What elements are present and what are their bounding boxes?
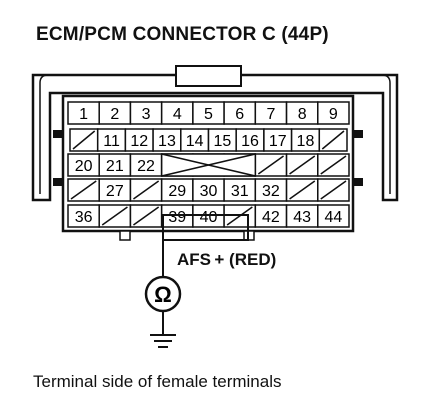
unused-terminal-slash: [289, 155, 316, 175]
terminal-cell: [317, 101, 350, 125]
terminal-number: 40: [200, 209, 218, 226]
locking-tab: [175, 65, 242, 87]
notch-left-2: [53, 178, 63, 186]
terminal-number: 30: [200, 183, 218, 200]
page-title: ECM/PCM CONNECTOR C (44P): [36, 24, 329, 45]
terminal-cell: [317, 204, 350, 228]
terminal-number: 3: [142, 106, 151, 123]
peg-left: [119, 230, 131, 241]
terminal-number: 9: [329, 106, 338, 123]
terminal-number: 1: [79, 106, 88, 123]
terminal-number: 27: [106, 183, 124, 200]
terminal-number: 16: [241, 133, 259, 150]
unused-terminal-slash: [257, 155, 284, 175]
terminal-number: 6: [235, 106, 244, 123]
connector-outer-shell: [39, 74, 391, 194]
terminal-number: 7: [266, 106, 275, 123]
terminal-number: 17: [269, 133, 287, 150]
terminal-number: 29: [168, 183, 186, 200]
terminal-number: 11: [103, 133, 120, 150]
terminal-number: 43: [293, 209, 311, 226]
terminal-number: 8: [298, 106, 307, 123]
terminal-number: 42: [262, 209, 280, 226]
terminal-number: 13: [158, 133, 176, 150]
terminal-number: 32: [262, 183, 280, 200]
terminal-number: 39: [168, 209, 186, 226]
probe-bracket: [162, 214, 249, 241]
terminal-number: 22: [137, 158, 155, 175]
connector-housing: [31, 73, 399, 202]
caption: Terminal side of female terminals: [33, 372, 282, 391]
terminal-number: 20: [75, 158, 93, 175]
ground-icon: [150, 334, 176, 348]
notch-left-1: [53, 130, 63, 138]
unused-terminal-slash: [101, 206, 128, 226]
unused-terminal-slash: [70, 180, 97, 200]
terminal-number: 18: [297, 133, 315, 150]
terminal-number: 4: [173, 106, 182, 123]
unused-terminal-slash: [72, 130, 96, 150]
terminal-number: 44: [324, 209, 342, 226]
terminal-number: 12: [130, 133, 148, 150]
unused-terminal-slash: [320, 155, 347, 175]
ohm-symbol: Ω: [154, 282, 172, 307]
terminal-number: 31: [231, 183, 249, 200]
terminal-number: 14: [186, 133, 204, 150]
terminal-number: 21: [106, 158, 124, 175]
terminal-number: 15: [213, 133, 231, 150]
unused-terminal-slash: [289, 180, 316, 200]
notch-right-2: [353, 178, 363, 186]
terminal-number: 2: [110, 106, 119, 123]
terminal-number: 5: [204, 106, 213, 123]
unused-terminal-slash: [133, 206, 160, 226]
cavity-cross-line: [161, 153, 256, 177]
probe-label: AFS + (RED): [177, 250, 277, 269]
terminal-number: 36: [75, 209, 93, 226]
unused-terminal-slash: [321, 130, 345, 150]
notch-right-1: [353, 130, 363, 138]
unused-terminal-slash: [320, 180, 347, 200]
unused-terminal-slash: [133, 180, 160, 200]
